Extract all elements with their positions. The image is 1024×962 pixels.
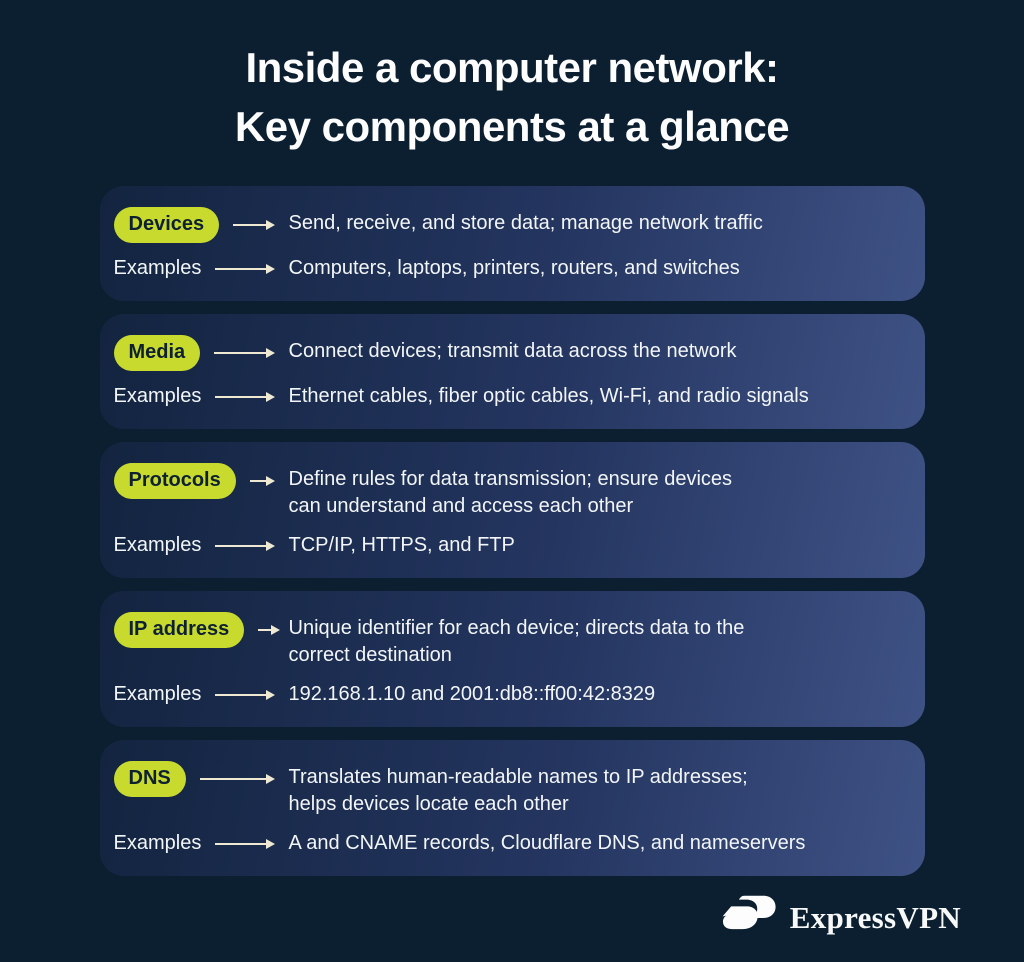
term-description: Unique identifier for each device; direc…: [288, 617, 745, 666]
examples-row: Examples Computers, laptops, printers, r…: [114, 255, 901, 282]
examples-text: Computers, laptops, printers, routers, a…: [288, 257, 740, 279]
arrow-right-icon: [215, 263, 275, 274]
term-pill: Media: [113, 335, 201, 371]
arrow-right-icon: [249, 476, 275, 486]
term-row: Protocols Define rules for data transmis…: [113, 463, 901, 520]
term-row: Media Connect devices; transmit data acr…: [113, 335, 901, 371]
cards-list: Devices Send, receive, and store data; m…: [99, 186, 925, 876]
card-dns: DNS Translates human-readable names to I…: [99, 740, 925, 876]
term-lead: Protocols: [113, 463, 289, 499]
examples-text: 192.168.1.10 and 2001:db8::ff00:42:8329: [288, 683, 656, 705]
term-lead: Devices: [113, 207, 289, 243]
brand-footer: ExpressVPN: [722, 893, 961, 943]
card-ip-address: IP address Unique identifier for each de…: [99, 591, 925, 727]
page-title: Inside a computer network: Key component…: [234, 44, 790, 150]
examples-lead: Examples: [114, 255, 289, 282]
expressvpn-wordmark: ExpressVPN: [789, 900, 961, 935]
term-lead: DNS: [113, 761, 289, 797]
term-row: IP address Unique identifier for each de…: [113, 612, 901, 669]
examples-text: TCP/IP, HTTPS, and FTP: [288, 534, 515, 556]
examples-lead: Examples: [114, 383, 289, 410]
arrow-right-icon: [215, 689, 275, 700]
arrow-right-icon: [215, 540, 275, 551]
examples-label: Examples: [113, 832, 202, 854]
examples-row: Examples 192.168.1.10 and 2001:db8::ff00…: [114, 681, 901, 708]
examples-lead: Examples: [114, 830, 289, 857]
term-pill: Devices: [113, 207, 220, 243]
arrow-right-icon: [258, 625, 281, 635]
examples-label: Examples: [113, 534, 202, 556]
examples-label: Examples: [113, 385, 202, 407]
examples-text: Ethernet cables, fiber optic cables, Wi-…: [288, 385, 809, 407]
term-description: Define rules for data transmission; ensu…: [288, 468, 733, 517]
arrow-right-icon: [215, 391, 275, 402]
term-description: Send, receive, and store data; manage ne…: [288, 212, 763, 234]
term-pill: DNS: [113, 761, 186, 797]
card-media: Media Connect devices; transmit data acr…: [99, 314, 925, 429]
examples-label: Examples: [113, 683, 202, 705]
examples-label: Examples: [113, 257, 202, 279]
term-lead: IP address: [113, 612, 289, 648]
examples-text: A and CNAME records, Cloudflare DNS, and…: [288, 832, 806, 854]
examples-lead: Examples: [114, 532, 289, 559]
expressvpn-logo-icon: [722, 893, 778, 943]
term-lead: Media: [113, 335, 289, 371]
examples-row: Examples Ethernet cables, fiber optic ca…: [114, 383, 901, 410]
arrow-right-icon: [214, 348, 275, 358]
examples-row: Examples TCP/IP, HTTPS, and FTP: [114, 532, 901, 559]
examples-row: Examples A and CNAME records, Cloudflare…: [114, 830, 901, 857]
arrow-right-icon: [233, 220, 275, 230]
examples-lead: Examples: [114, 681, 289, 708]
arrow-right-icon: [199, 774, 275, 784]
card-protocols: Protocols Define rules for data transmis…: [99, 442, 925, 578]
term-pill: IP address: [113, 612, 245, 648]
arrow-right-icon: [215, 838, 275, 849]
term-row: DNS Translates human-readable names to I…: [113, 761, 901, 818]
card-devices: Devices Send, receive, and store data; m…: [99, 186, 925, 301]
term-description: Translates human-readable names to IP ad…: [288, 766, 748, 815]
term-pill: Protocols: [113, 463, 236, 499]
term-description: Connect devices; transmit data across th…: [288, 340, 737, 362]
term-row: Devices Send, receive, and store data; m…: [113, 207, 901, 243]
